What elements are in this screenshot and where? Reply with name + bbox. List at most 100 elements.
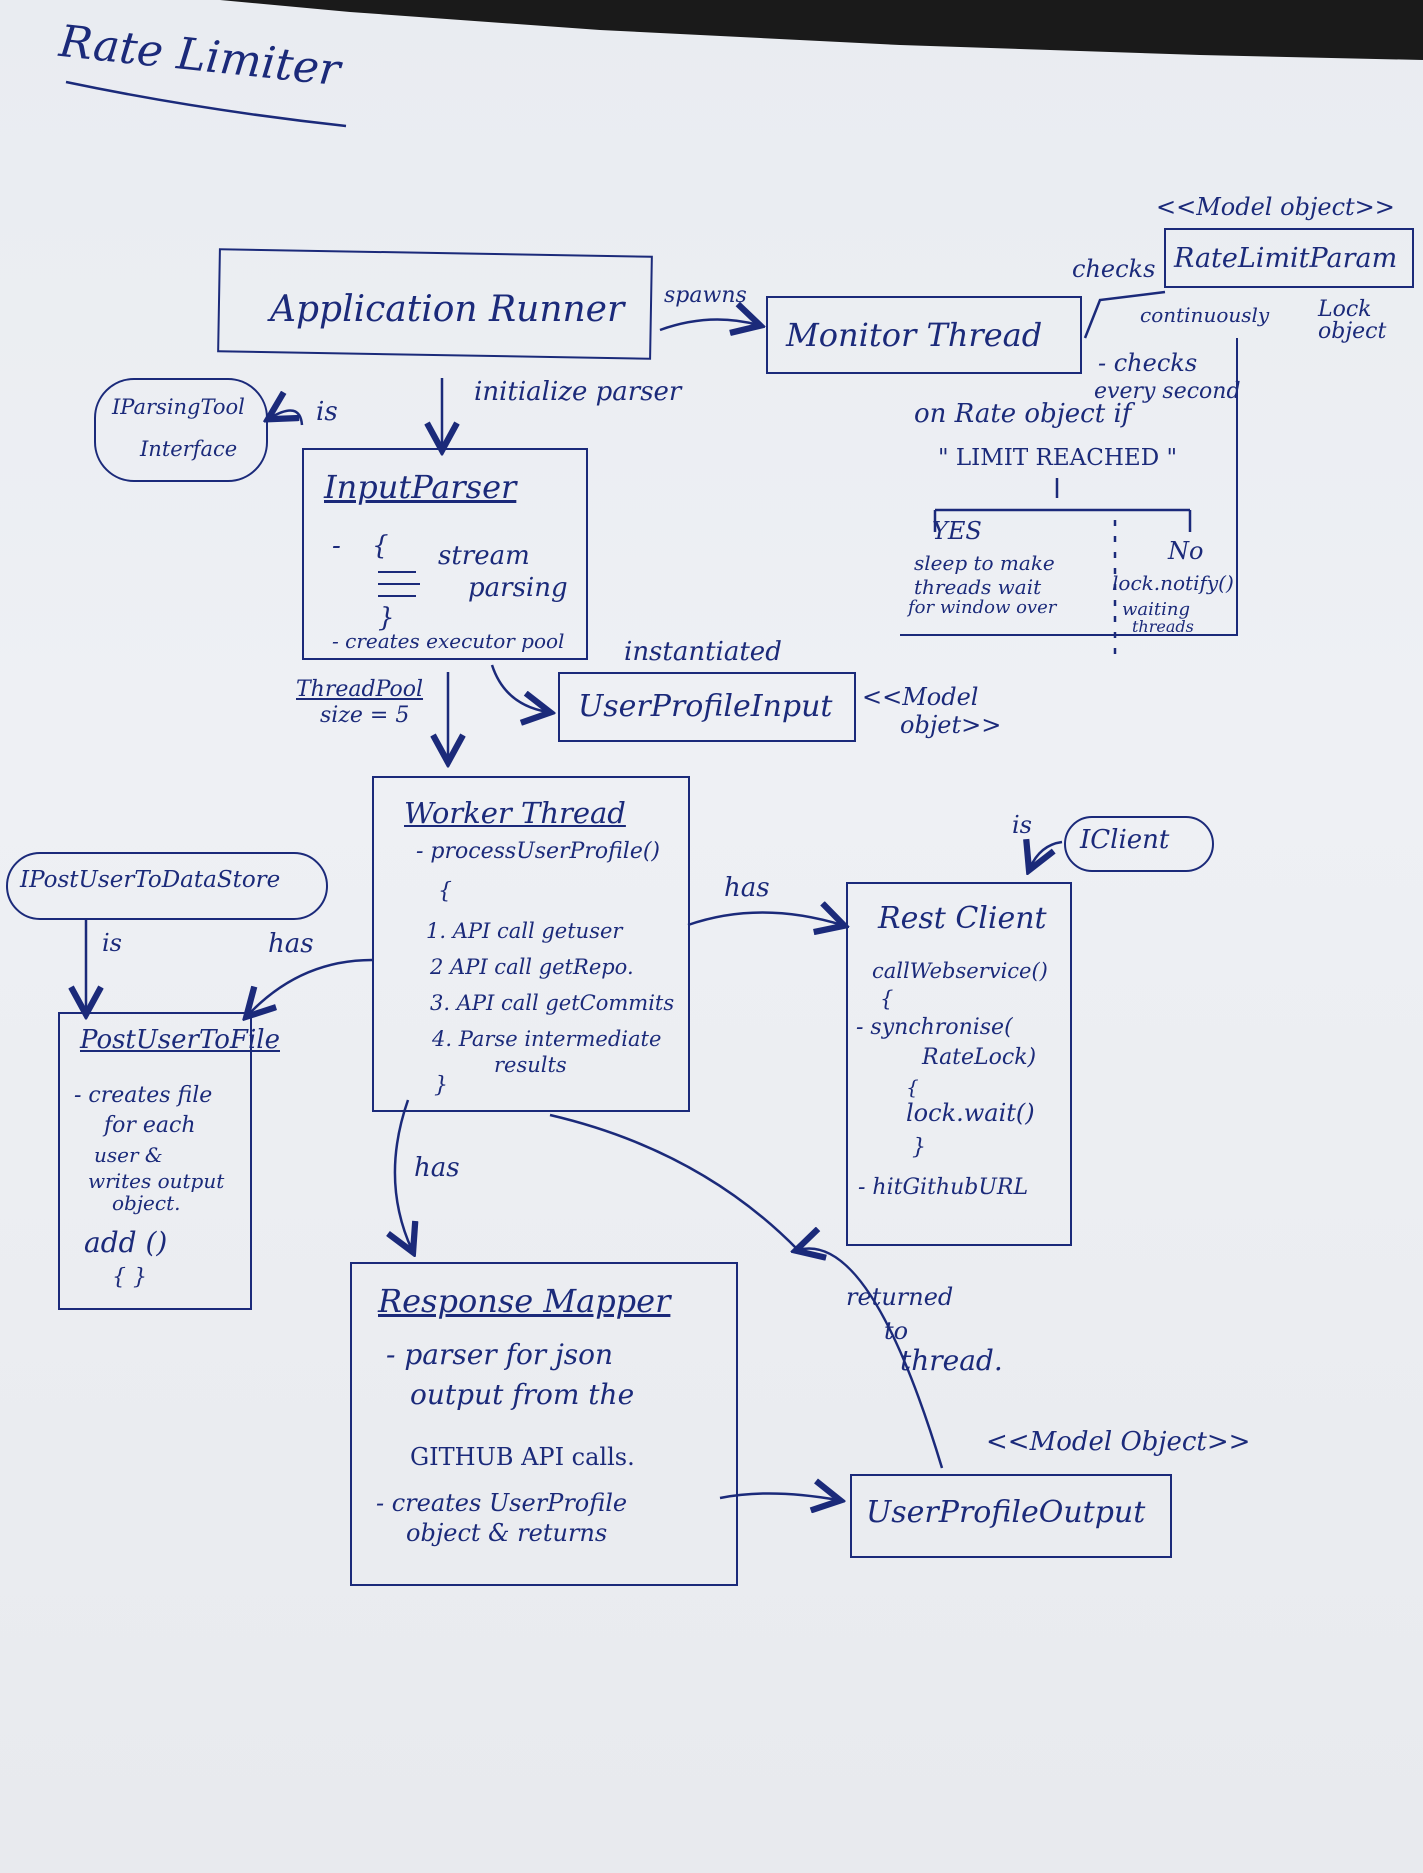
worker-step4b: results: [494, 1053, 567, 1077]
user-profile-input-label: UserProfileInput: [578, 689, 833, 724]
rest-client-l5: {: [906, 1075, 919, 1099]
post-user-title: PostUserToFile: [80, 1025, 280, 1055]
user-profile-output-box: [850, 1474, 1172, 1558]
user-profile-input-box: [558, 672, 856, 742]
rest-client-title: Rest Client: [878, 901, 1047, 936]
iparsing-tool-line1: IParsingTool: [112, 395, 245, 419]
ipost-is-label: is: [102, 929, 122, 957]
rate-limit-param-label: RateLimitParam: [1174, 243, 1398, 274]
monitor-thread-box: [766, 296, 1082, 374]
input-parser-parsing: parsing: [468, 573, 568, 603]
mapper-output-arrow: [719, 1493, 838, 1500]
monitor-thread-label: Monitor Thread: [786, 316, 1043, 354]
initialize-parser-label: initialize parser: [474, 377, 682, 407]
spawns-arrow: [659, 320, 758, 330]
checks-label: checks: [1072, 255, 1156, 283]
post-user-to-file-box: [58, 1012, 252, 1310]
rate-limit-param-box: [1164, 228, 1414, 288]
monitor-detail-box: [900, 338, 1238, 636]
input-parser-brace-open: {: [372, 531, 389, 561]
ipost-user-cloud: [6, 852, 328, 920]
worker-step2: 2 API call getRepo.: [430, 955, 634, 979]
monitor-no-1: lock.notify(): [1112, 571, 1234, 595]
iparsing-tool-cloud: [94, 378, 268, 482]
user-profile-input-stereo2: objet>>: [900, 711, 1002, 739]
returned-curve: [549, 1113, 799, 1251]
iparsing-is-label: is: [316, 397, 338, 427]
worker-step4: 4. Parse intermediate: [432, 1027, 662, 1051]
worker-thread-title: Worker Thread: [404, 796, 626, 830]
iparsing-is-arrow: [270, 410, 304, 426]
has-mapper-label: has: [414, 1153, 460, 1183]
response-mapper-l5: object & returns: [406, 1519, 608, 1547]
worker-thread-box: [372, 776, 690, 1112]
instantiated-arrow: [490, 664, 548, 712]
monitor-no-2: waiting: [1122, 599, 1191, 620]
post-user-l1: - creates file: [74, 1083, 213, 1108]
monitor-no-3: threads: [1132, 617, 1194, 636]
user-profile-output-label: UserProfileOutput: [866, 1495, 1146, 1530]
spawns-label: spawns: [664, 283, 747, 308]
post-user-l7: { }: [112, 1265, 147, 1290]
returned-label-3: thread.: [900, 1344, 1003, 1377]
rest-client-l1: callWebservice(): [872, 959, 1048, 983]
rest-client-l4: RateLock): [922, 1045, 1037, 1070]
response-mapper-box: [350, 1262, 738, 1586]
monitor-line4: " LIMIT REACHED ": [938, 445, 1178, 471]
monitor-yes-2: threads wait: [914, 575, 1042, 599]
iclient-label: IClient: [1080, 825, 1170, 855]
post-user-l6: add (): [84, 1226, 168, 1259]
input-parser-creates: - creates executor pool: [332, 629, 565, 653]
thread-pool-line2: size = 5: [320, 703, 410, 728]
post-user-l5: object.: [112, 1191, 181, 1215]
lock-object-1: Lock: [1318, 297, 1372, 322]
monitor-no: No: [1168, 537, 1204, 565]
rest-client-l7: }: [912, 1135, 926, 1160]
has-mapper-arrow: [395, 1099, 412, 1250]
monitor-yes-1: sleep to make: [914, 551, 1055, 575]
worker-step1: 1. API call getuser: [426, 919, 623, 943]
rest-client-l2: {: [880, 987, 894, 1011]
has-rest-arrow: [687, 913, 842, 926]
input-parser-dash: -: [332, 531, 341, 561]
input-parser-title: InputParser: [324, 468, 517, 506]
input-parser-stream: stream: [438, 541, 530, 571]
returned-label-1: returned: [846, 1283, 954, 1311]
worker-brace-open: {: [438, 879, 452, 904]
rest-client-box: [846, 882, 1072, 1246]
response-mapper-l3: GITHUB API calls.: [410, 1443, 635, 1471]
has-rest-label: has: [724, 873, 770, 903]
continuously-label: continuously: [1140, 303, 1270, 327]
monitor-branch: [933, 478, 1192, 532]
application-runner-label: Application Runner: [270, 289, 625, 330]
post-user-l4: writes output: [88, 1169, 225, 1193]
response-mapper-l1: - parser for json: [386, 1338, 614, 1371]
monitor-yes-3: for window over: [908, 597, 1057, 618]
returned-arrow: [798, 1248, 944, 1469]
response-mapper-l4: - creates UserProfile: [376, 1489, 628, 1517]
iclient-is-label: is: [1012, 811, 1032, 839]
input-parser-box: [302, 448, 588, 660]
returned-label-2: to: [884, 1317, 909, 1345]
response-mapper-title: Response Mapper: [378, 1282, 671, 1320]
thread-pool-line1: ThreadPool: [296, 677, 424, 702]
iclient-is-arrow: [1030, 842, 1063, 868]
monitor-line1: - checks: [1098, 349, 1198, 377]
checks-line: [1083, 290, 1166, 339]
iclient-cloud: [1064, 816, 1214, 872]
rest-client-l6: lock.wait(): [906, 1099, 1035, 1127]
has-post-arrow: [248, 958, 373, 1015]
rest-client-l3: - synchronise(: [856, 1015, 1013, 1040]
iparsing-tool-line2: Interface: [140, 437, 238, 461]
user-profile-output-stereotype: <<Model Object>>: [986, 1427, 1251, 1457]
monitor-yes: YES: [932, 517, 982, 545]
rate-limit-stereotype: <<Model object>>: [1156, 193, 1395, 221]
worker-method: - processUserProfile(): [416, 839, 661, 864]
ipost-user-label: IPostUserToDataStore: [20, 867, 281, 893]
post-user-l3: user &: [94, 1143, 163, 1167]
worker-brace-close: }: [434, 1073, 448, 1098]
